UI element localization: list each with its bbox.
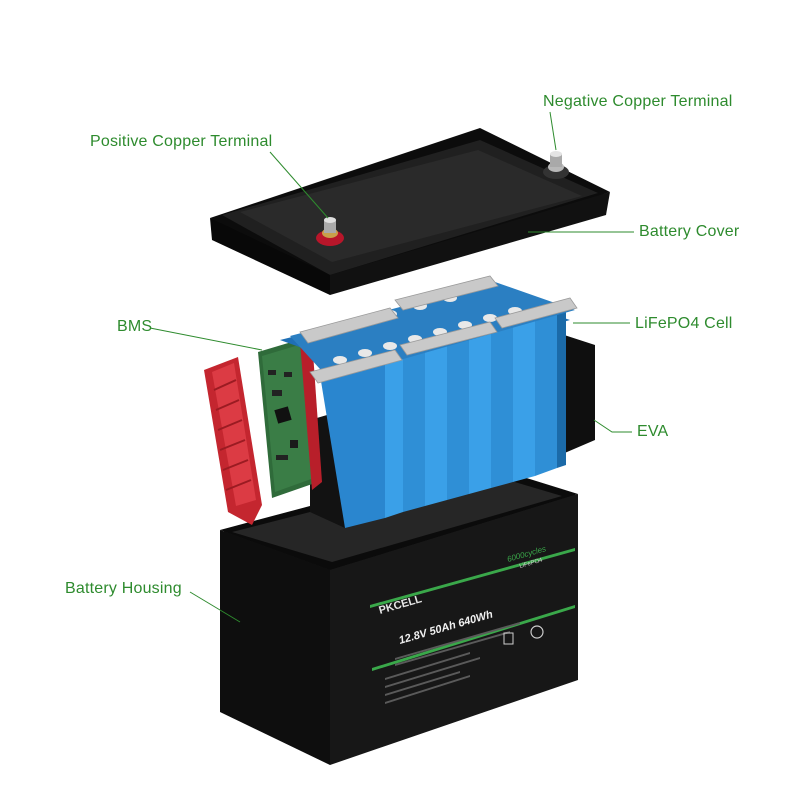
positive-terminal	[316, 217, 344, 246]
label-battery-cover: Battery Cover	[639, 223, 740, 240]
leader-lines	[149, 111, 634, 623]
negative-terminal	[543, 151, 569, 179]
lifepo4-cells	[320, 309, 566, 528]
label-eva: EVA	[637, 423, 669, 440]
bin-icon	[503, 632, 514, 645]
label-battery-housing: Battery Housing	[65, 580, 182, 597]
battery-cover	[210, 128, 610, 295]
recycle-icon	[530, 625, 544, 639]
cell-pack	[280, 275, 578, 528]
label-negative-terminal: Negative Copper Terminal	[543, 93, 733, 110]
bms-board	[204, 338, 322, 525]
label-lifepo4-cell: LiFePO4 Cell	[635, 315, 733, 332]
label-positive-terminal: Positive Copper Terminal	[90, 133, 273, 150]
label-bms: BMS	[117, 318, 153, 335]
battery-housing	[220, 462, 578, 765]
